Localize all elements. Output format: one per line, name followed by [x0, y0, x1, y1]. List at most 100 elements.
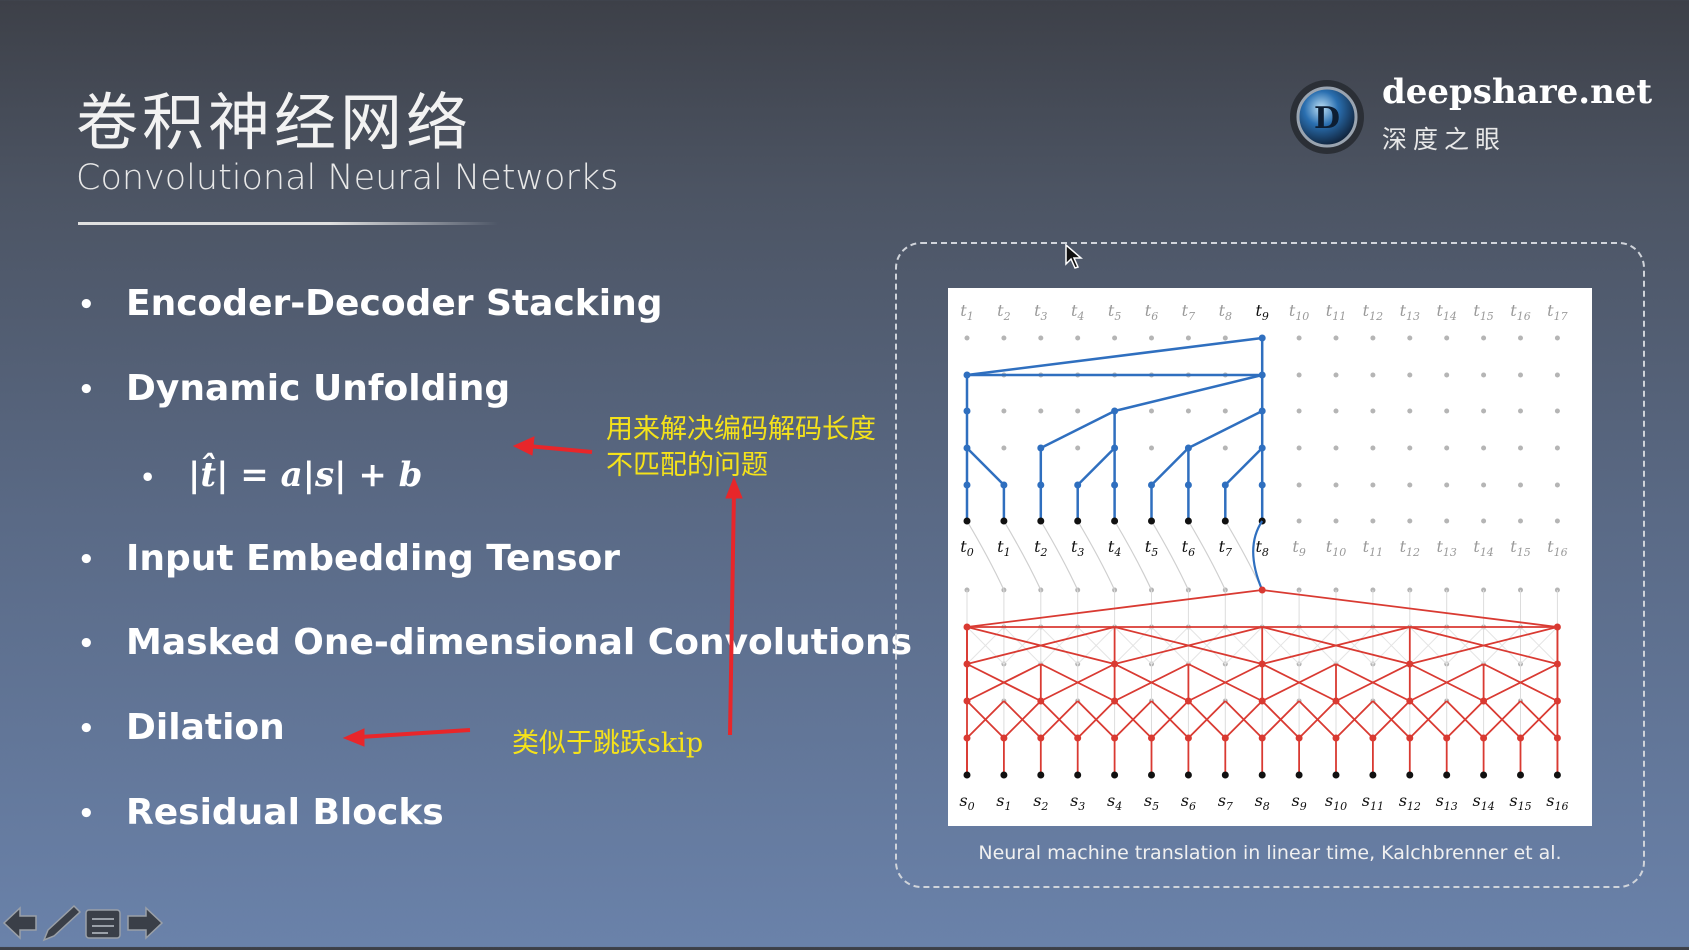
top-label: t14	[1436, 301, 1456, 323]
grid-dot	[1112, 335, 1118, 341]
encoder-edge	[1187, 700, 1226, 739]
bottom-label: s1	[996, 791, 1011, 813]
mid-label: t15	[1510, 537, 1530, 559]
bottom-label: s2	[1033, 791, 1048, 813]
decoder-output-node	[1037, 517, 1045, 525]
grid-dot	[1296, 482, 1302, 488]
mesh-line	[1261, 626, 1300, 665]
encoder-node	[1184, 734, 1192, 742]
slide-title-chinese: 卷积神经网络	[76, 86, 473, 159]
mesh-line	[1483, 626, 1521, 665]
encoder-input-node	[1111, 771, 1119, 779]
bottom-label: s11	[1362, 791, 1384, 813]
mesh-line	[1335, 626, 1374, 665]
encoder-node	[1221, 734, 1229, 742]
encoder-node	[1332, 697, 1340, 705]
decoder-node	[1037, 481, 1045, 489]
encoder-node	[1480, 697, 1488, 705]
encoder-edge	[1114, 663, 1189, 702]
pen-icon[interactable]	[42, 904, 82, 942]
mesh-line	[1040, 626, 1079, 665]
encoder-node	[1258, 697, 1266, 705]
top-label: t4	[1071, 301, 1084, 323]
grid-dot	[1001, 408, 1007, 414]
mesh-line	[1003, 626, 1042, 665]
encoder-edge	[1483, 663, 1558, 702]
grid-dot	[1333, 408, 1339, 414]
top-label: t11	[1326, 301, 1346, 323]
grid-dot	[1444, 445, 1450, 451]
next-arrow-icon[interactable]	[127, 906, 164, 940]
grid-dot	[1481, 482, 1487, 488]
feedback-arc	[1040, 520, 1079, 591]
encoder-edge	[1372, 700, 1411, 739]
figure-caption: Neural machine translation in linear tim…	[978, 842, 1562, 864]
grid-dot	[1444, 518, 1450, 524]
encoder-edge	[1261, 626, 1411, 665]
encoder-input-node	[1221, 771, 1229, 779]
encoder-node	[1258, 586, 1266, 594]
bullet-label: Masked One-dimensional Convolutions	[126, 622, 913, 663]
bottom-label: s5	[1144, 791, 1159, 813]
grid-dot	[964, 335, 970, 341]
encoder-node	[1037, 734, 1045, 742]
bullet-input-embedding: •Input Embedding Tensor	[78, 538, 620, 579]
grid-dot	[1370, 445, 1376, 451]
grid-dot	[1554, 518, 1560, 524]
decoder-node	[1037, 444, 1045, 452]
encoder-node	[1553, 697, 1561, 705]
encoder-node	[963, 623, 971, 631]
mid-label: t10	[1326, 537, 1346, 559]
encoder-node	[1111, 660, 1119, 668]
arrow-head	[342, 728, 365, 747]
grid-dot	[1370, 335, 1376, 341]
menu-icon[interactable]	[85, 909, 121, 939]
grid-dot	[1075, 408, 1081, 414]
decoder-node	[1258, 407, 1266, 415]
grid-dot	[1518, 372, 1523, 378]
feedback-arc	[1114, 520, 1153, 591]
decoder-edge	[966, 447, 1005, 486]
feedback-arc	[1003, 520, 1042, 591]
encoder-node	[1443, 734, 1451, 742]
encoder-edge	[1040, 663, 1116, 702]
decoder-output-node	[1000, 517, 1008, 525]
top-label: t3	[1034, 301, 1047, 323]
grid-dot	[1554, 482, 1560, 488]
bullet-masked-convolutions: •Masked One-dimensional Convolutions	[78, 622, 913, 663]
encoder-edge	[1077, 700, 1116, 739]
bottom-label: s3	[1070, 791, 1085, 813]
encoder-edge	[1113, 700, 1153, 739]
encoder-input-node	[1037, 771, 1045, 779]
decoder-node	[1258, 371, 1266, 379]
mid-label: t16	[1547, 537, 1567, 559]
encoder-input-node	[1553, 771, 1561, 779]
encoder-input-node	[1295, 771, 1303, 779]
decoder-node	[1258, 481, 1266, 489]
grid-dot	[1407, 445, 1413, 451]
mesh-line	[1077, 626, 1115, 665]
bullet-label: Residual Blocks	[126, 792, 444, 833]
title-underline	[78, 222, 498, 225]
grid-dot	[1296, 518, 1302, 524]
encoder-node	[1111, 697, 1119, 705]
grid-dot	[1370, 408, 1376, 414]
decoder-edge	[1187, 409, 1263, 450]
mesh-line	[1298, 626, 1337, 665]
prev-arrow-icon[interactable]	[2, 906, 37, 940]
encoder-edge	[1003, 700, 1042, 739]
grid-dot	[1481, 372, 1487, 378]
grid-dot	[1333, 518, 1339, 524]
grid-dot	[1554, 445, 1560, 451]
grid-dot	[1296, 335, 1302, 341]
grid-dot	[1296, 372, 1302, 378]
decoder-node	[1111, 444, 1119, 452]
encoder-input-node	[1074, 771, 1082, 779]
encoder-node	[1111, 734, 1119, 742]
decoder-edge	[1040, 409, 1116, 450]
encoder-edge	[1261, 663, 1337, 702]
grid-dot	[1481, 335, 1487, 341]
mesh-line	[1114, 626, 1152, 665]
encoder-edge	[1409, 663, 1485, 702]
mid-label: t5	[1145, 537, 1158, 559]
